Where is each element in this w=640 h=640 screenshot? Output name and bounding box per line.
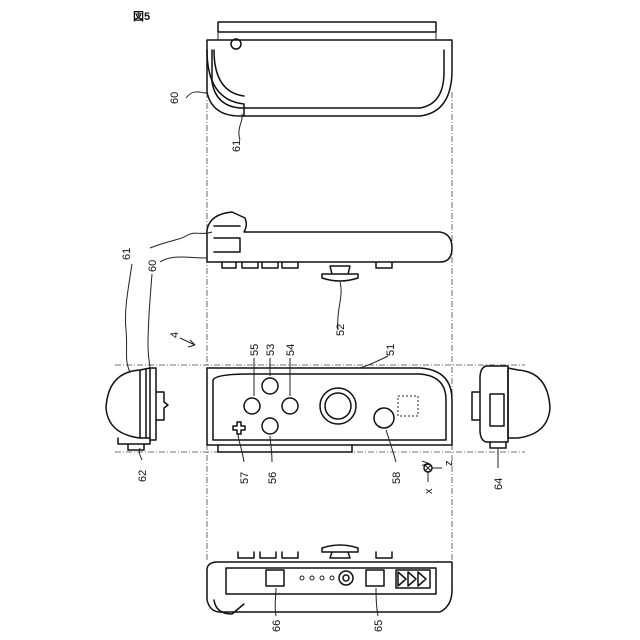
label-62: 62 xyxy=(137,470,149,482)
triangle-marks-icon xyxy=(398,572,426,586)
projection-lines xyxy=(115,92,525,562)
front-view-controller xyxy=(207,368,452,452)
nfc-area xyxy=(398,396,418,416)
right-end-view xyxy=(472,366,550,448)
button-55 xyxy=(244,398,260,414)
leader-66 xyxy=(275,588,276,616)
left-end-view xyxy=(106,368,168,450)
label-60-end: 60 xyxy=(147,260,159,272)
side-view-controller-2 xyxy=(207,212,452,281)
top-view-controller xyxy=(207,22,452,116)
sr-button xyxy=(366,570,384,586)
label-54: 54 xyxy=(285,344,297,356)
bottom-view-controller xyxy=(207,545,452,614)
label-61-top: 61 xyxy=(231,140,243,152)
leader-61-top xyxy=(239,114,242,140)
label-51: 51 xyxy=(385,344,397,356)
leader-57 xyxy=(238,434,244,462)
label-60-top: 60 xyxy=(169,92,181,104)
leader-60-end xyxy=(148,274,152,368)
figure-title: 図5 xyxy=(133,9,150,23)
label-4: 4 xyxy=(169,332,181,338)
label-61-end: 61 xyxy=(121,248,133,260)
button-54 xyxy=(282,398,298,414)
label-66: 66 xyxy=(271,620,283,632)
leader-58 xyxy=(386,430,396,462)
leader-52 xyxy=(338,282,341,330)
label-53: 53 xyxy=(265,344,277,356)
leader-4 xyxy=(180,338,195,345)
axis-label-y: y xyxy=(419,460,431,466)
button-53 xyxy=(262,378,278,394)
label-65: 65 xyxy=(373,620,385,632)
button-58 xyxy=(374,408,394,428)
leader-61-side xyxy=(150,232,212,248)
plus-button-icon xyxy=(233,422,245,434)
label-64: 64 xyxy=(493,478,505,490)
leader-60-side xyxy=(160,257,207,262)
axis-label-x: x xyxy=(423,488,435,494)
sl-button xyxy=(266,570,284,586)
axis-label-z: z xyxy=(443,461,455,467)
label-56: 56 xyxy=(267,472,279,484)
leader-60-top xyxy=(186,92,207,98)
label-57: 57 xyxy=(239,472,251,484)
leader-61-end xyxy=(125,264,132,372)
sync-button xyxy=(339,571,353,585)
leader-51 xyxy=(360,356,388,368)
label-52: 52 xyxy=(335,324,347,336)
label-58: 58 xyxy=(391,472,403,484)
label-55: 55 xyxy=(249,344,261,356)
button-56 xyxy=(262,418,278,434)
